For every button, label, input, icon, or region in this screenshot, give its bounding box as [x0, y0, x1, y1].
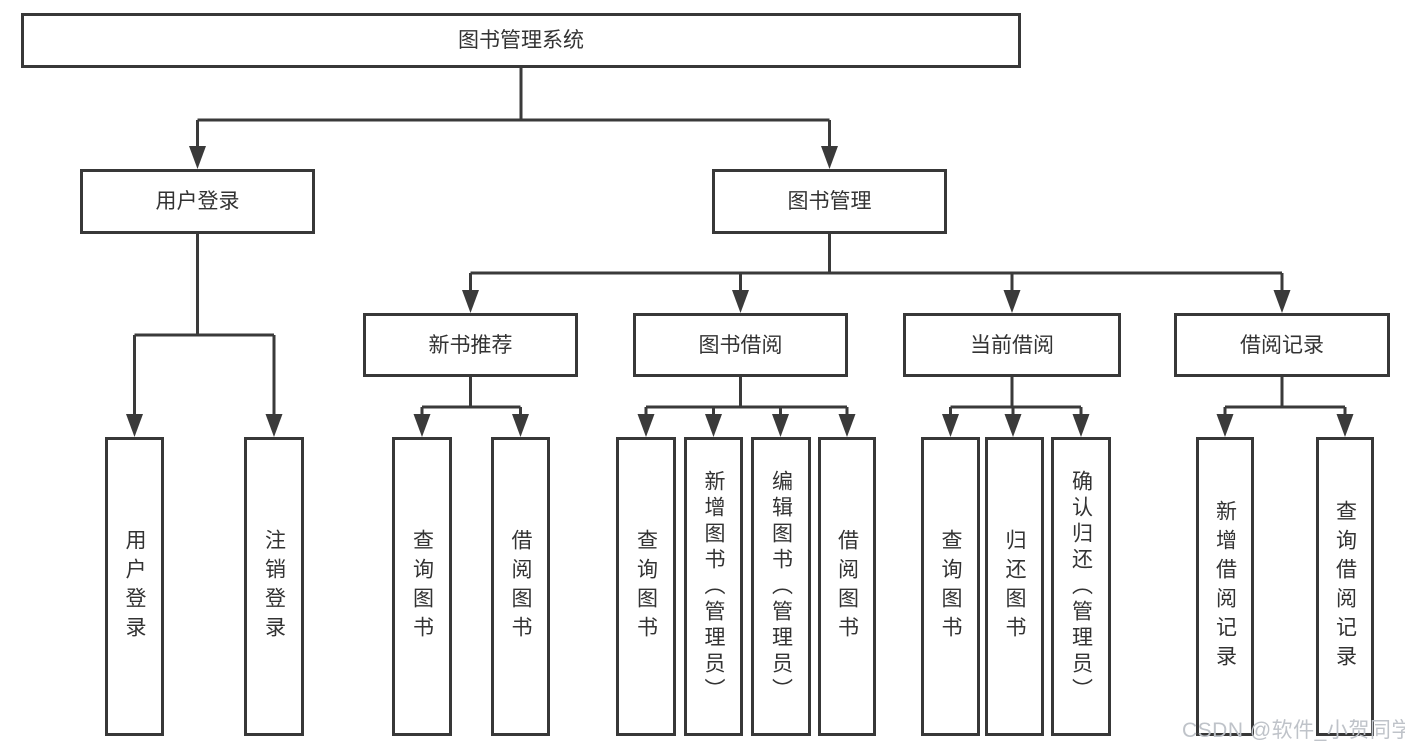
node-book-borrow: 图书借阅 [633, 313, 848, 377]
node-label: 查询图书 [939, 528, 962, 645]
connector-borrow-records [1223, 377, 1347, 416]
node-label: 借阅图书 [509, 528, 532, 645]
node-label: 图书管理系统 [458, 29, 584, 52]
leaf-borrow-books-recommend: 借阅图书 [491, 437, 550, 736]
connector-root [196, 68, 831, 148]
connector-new-book-recommend [420, 377, 522, 416]
node-user-login: 用户登录 [80, 169, 315, 234]
node-label: 图书借阅 [698, 333, 783, 357]
node-book-management: 图书管理 [712, 169, 947, 234]
leaf-borrow-books: 借阅图书 [818, 437, 876, 736]
node-label: 新增借阅记录 [1213, 499, 1237, 674]
node-label: 注销登录 [262, 528, 286, 645]
node-label: 归还图书 [1003, 528, 1026, 645]
connector-current-borrow [949, 377, 1083, 416]
node-label: 确认归还（管理员） [1069, 469, 1093, 704]
node-label: 新增图书（管理员） [702, 469, 725, 704]
leaf-confirm-return-admin: 确认归还（管理员） [1051, 437, 1111, 736]
node-library-management-system: 图书管理系统 [21, 13, 1021, 68]
node-label: 借阅图书 [835, 528, 859, 645]
connector-book-borrow [644, 377, 849, 416]
node-new-book-recommend: 新书推荐 [363, 313, 578, 377]
node-label: 查询借阅记录 [1333, 499, 1357, 674]
leaf-query-books-current: 查询图书 [921, 437, 980, 736]
leaf-add-book-admin: 新增图书（管理员） [684, 437, 743, 736]
leaf-query-books-recommend: 查询图书 [392, 437, 452, 736]
leaf-return-book: 归还图书 [985, 437, 1044, 736]
node-label: 用户登录 [123, 528, 146, 645]
arrowheads [126, 146, 1354, 437]
csdn-watermark: CSDN @软件_小贺同学 [1182, 719, 1405, 742]
node-label: 图书管理 [787, 190, 872, 213]
node-label: 借阅记录 [1240, 333, 1324, 357]
node-label: 用户登录 [155, 190, 240, 213]
node-label: 新书推荐 [428, 333, 513, 357]
leaf-query-borrow-record: 查询借阅记录 [1316, 437, 1374, 736]
node-label: 查询图书 [634, 528, 658, 645]
node-label: 查询图书 [410, 528, 434, 645]
node-label: 编辑图书（管理员） [769, 469, 793, 704]
leaf-add-borrow-record: 新增借阅记录 [1196, 437, 1254, 736]
connector-book-management [469, 234, 1284, 291]
leaf-edit-book-admin: 编辑图书（管理员） [751, 437, 811, 736]
leaf-user-login: 用户登录 [105, 437, 164, 736]
node-current-borrow: 当前借阅 [903, 313, 1121, 377]
leaf-query-books-borrow: 查询图书 [616, 437, 676, 736]
leaf-logout: 注销登录 [244, 437, 304, 736]
node-borrow-records: 借阅记录 [1174, 313, 1390, 377]
connector-user-login [133, 234, 276, 416]
node-label: 当前借阅 [970, 333, 1054, 357]
